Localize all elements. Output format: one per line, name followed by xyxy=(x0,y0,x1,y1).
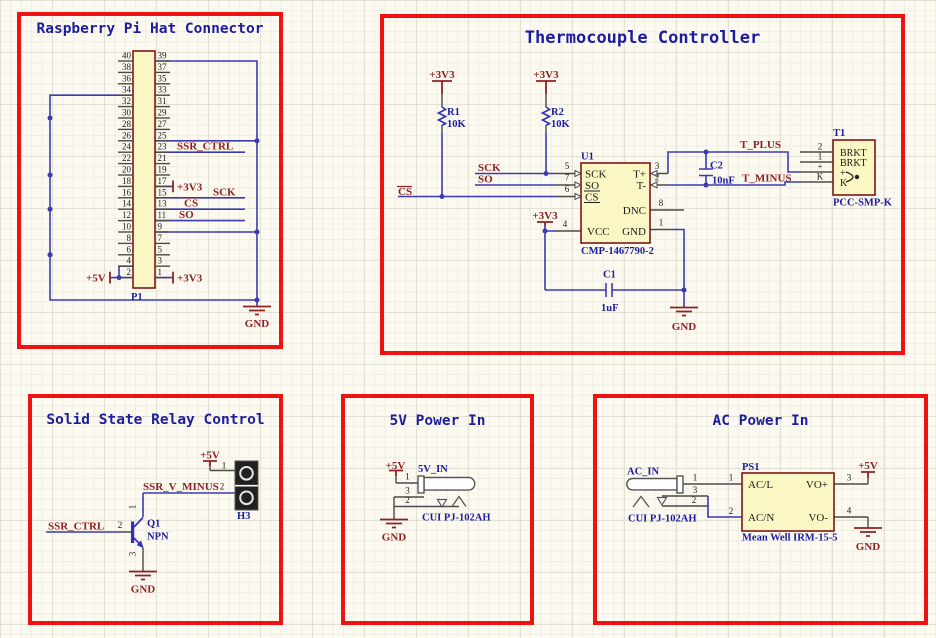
section-box-rpi-hat xyxy=(17,12,283,349)
section-box-5v-power xyxy=(341,394,534,625)
section-box-ac-power xyxy=(593,394,928,625)
section-box-thermocouple xyxy=(380,14,905,355)
section-box-ssr-control xyxy=(28,394,283,625)
